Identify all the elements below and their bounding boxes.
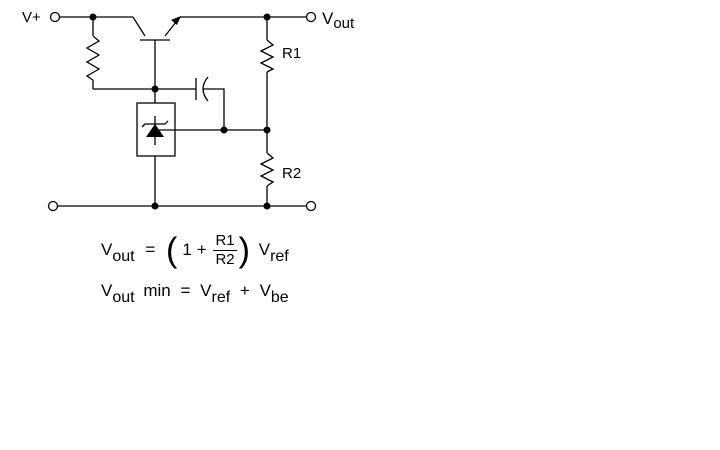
junction-dot [220, 126, 228, 134]
junction-dot [263, 13, 271, 21]
capacitor-lead-right [203, 88, 225, 130]
eq1-equals: = [145, 239, 156, 259]
close-paren: ) [238, 231, 250, 270]
eq2-plus: + [239, 281, 250, 300]
zener-bar [141, 120, 169, 128]
bias-resistor [85, 35, 101, 81]
input-terminal [49, 11, 61, 23]
junction-dot [263, 126, 271, 134]
ground-terminal-right [305, 200, 317, 212]
junction-dot [263, 202, 271, 210]
transistor-collector [132, 16, 146, 37]
minimum-output-equation: Vout min = Vref + Vbe [101, 282, 289, 306]
junction-dot [151, 85, 159, 93]
eq1-one: 1 [182, 239, 192, 259]
open-paren: ( [166, 231, 178, 270]
eq2-be-sub: be [270, 289, 289, 306]
eq2-v: V [101, 281, 113, 300]
eq2-min: min [143, 281, 171, 300]
eq1-vref: V [258, 239, 271, 259]
eq1-v: V [101, 239, 113, 259]
r2-resistor [259, 152, 275, 187]
eq2-equals: = [180, 281, 191, 300]
eq1-plus: + [196, 239, 207, 259]
ground-terminal-left [47, 200, 59, 212]
junction-dot [89, 13, 97, 21]
fraction-denominator: R2 [215, 251, 235, 268]
emitter-arrow [171, 16, 181, 25]
r1-label: R1 [282, 45, 301, 62]
eq1-ref-sub: ref [270, 247, 289, 265]
eq1-sub: out [112, 247, 135, 265]
eq2-vref: V [200, 281, 212, 300]
fraction-numerator: R1 [213, 232, 237, 251]
eq2-sub: out [112, 289, 135, 306]
output-label: Vout [322, 9, 355, 32]
r1-resistor [259, 39, 275, 73]
output-terminal [305, 11, 317, 23]
r2-label: R2 [282, 165, 301, 182]
eq2-ref-sub: ref [211, 289, 231, 306]
junction-dot [151, 202, 159, 210]
eq2-vbe: V [259, 281, 271, 300]
input-label: V+ [22, 9, 41, 26]
